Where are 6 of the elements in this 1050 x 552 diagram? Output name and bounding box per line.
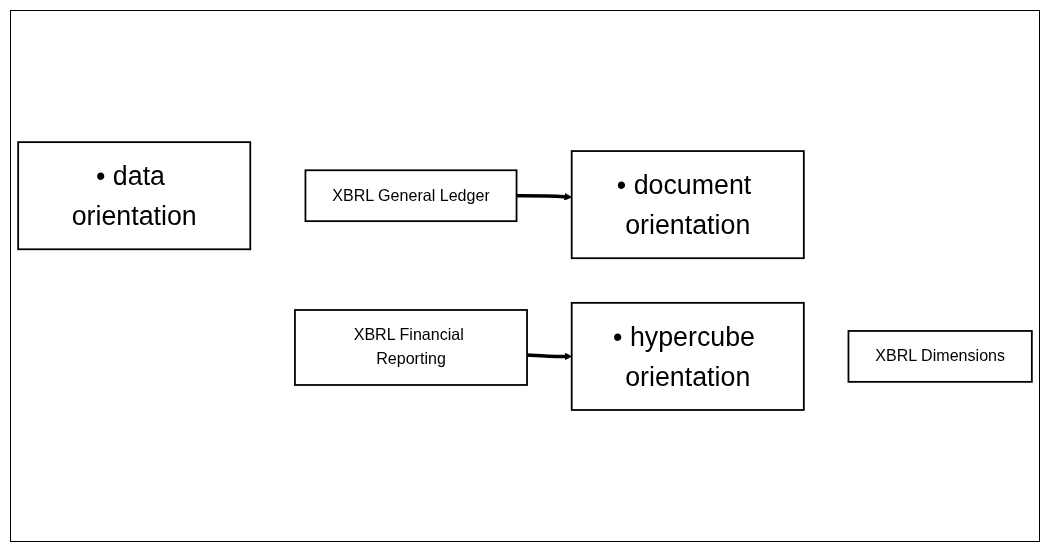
node-box: XBRL Financial Reporting	[294, 309, 528, 386]
node-box: XBRL Dimensions	[847, 330, 1033, 383]
node-box: • hypercube orientation	[570, 301, 805, 411]
node-box: • data orientation	[17, 141, 252, 251]
node-box: XBRL General Ledger	[304, 169, 518, 222]
node-box: • document orientation	[570, 150, 805, 260]
